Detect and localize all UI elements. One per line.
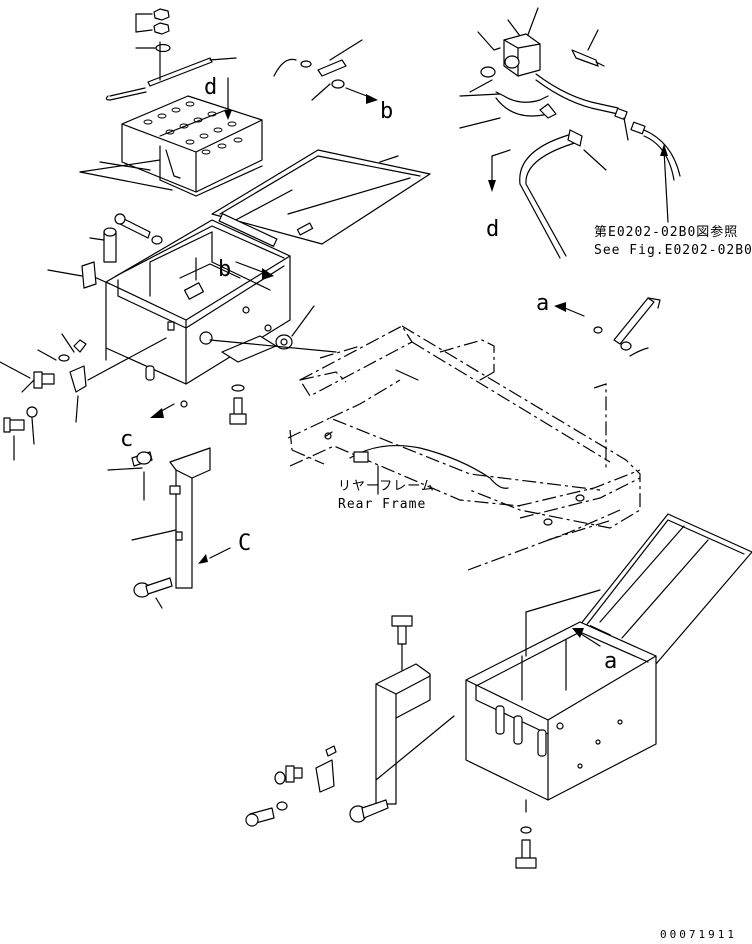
view-label-b-top: b — [380, 99, 393, 124]
battery-hardware-stack — [105, 8, 237, 101]
view-label-a-right: a — [536, 291, 549, 316]
view-label-d-top: d — [204, 75, 217, 100]
drawing-number: 00071911 — [660, 928, 737, 941]
side-cover-left — [107, 447, 231, 609]
side-cover-lower — [349, 615, 455, 823]
frame-label-jp: リヤーフレーム — [338, 479, 435, 494]
battery-box-lower — [465, 513, 752, 813]
battery-box-upper — [91, 213, 291, 408]
view-label-b-mid: b — [218, 257, 231, 282]
view-label-c-arrow: C — [238, 531, 251, 556]
rear-frame — [209, 325, 641, 571]
reference-note-en: See Fig.E0202-02B0 — [594, 243, 752, 258]
terminal-bracket — [273, 39, 378, 104]
battery-cover-plate — [211, 149, 431, 245]
reference-note-jp: 第E0202-02B0図参照 — [594, 224, 738, 240]
battery-relay-assembly — [459, 7, 681, 259]
view-label-a-bottom: a — [604, 649, 617, 674]
support-bracket-right — [554, 297, 661, 357]
battery — [79, 77, 263, 197]
view-label-d-right: d — [486, 217, 499, 242]
lower-box-hardware — [245, 745, 537, 869]
view-label-c-left: c — [120, 427, 133, 452]
upper-box-hardware — [0, 213, 315, 461]
frame-label-en: Rear Frame — [338, 497, 426, 512]
